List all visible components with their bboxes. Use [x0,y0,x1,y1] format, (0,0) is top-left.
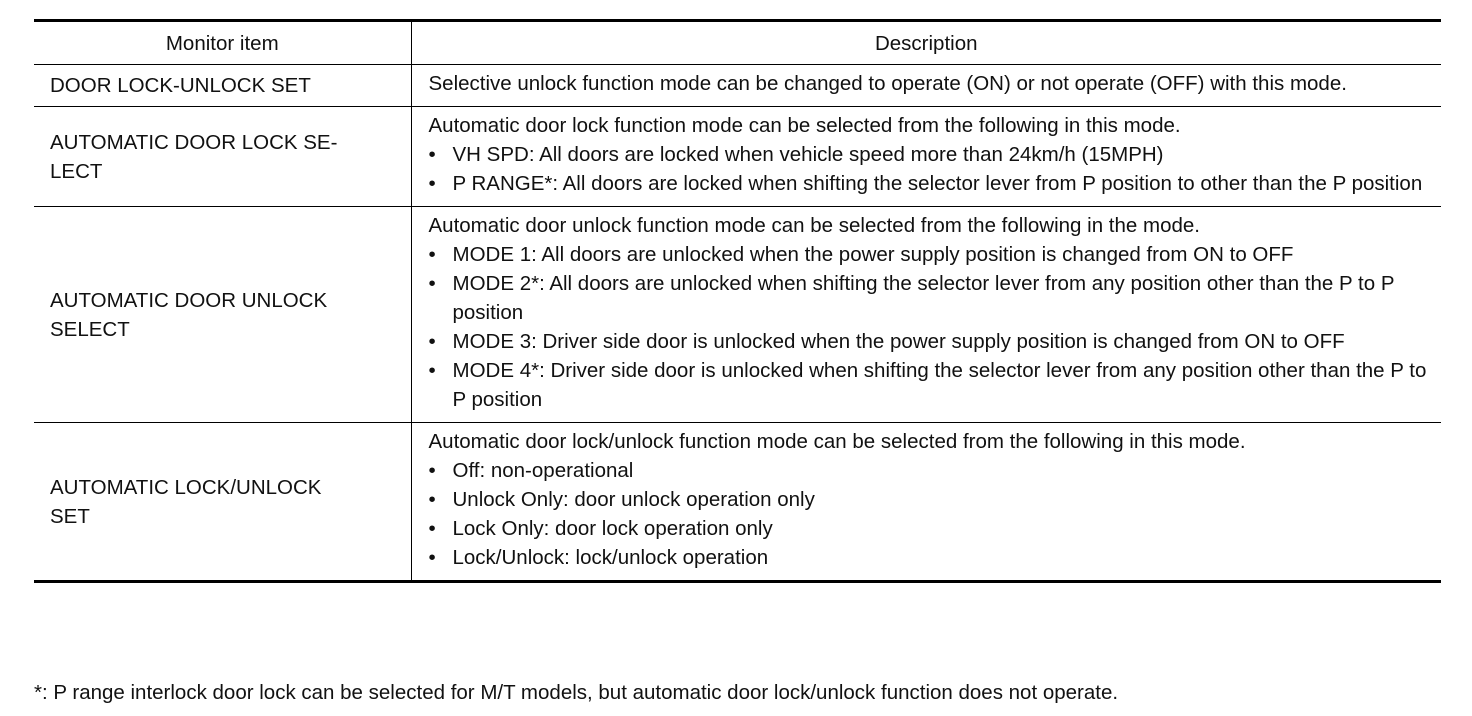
bullet-text: MODE 1: All doors are unlocked when the … [452,243,1294,266]
description-bullet-item: • MODE 1: All doors are unlocked when the… [429,240,1432,269]
bullet-text: MODE 2*: All doors are unlocked when shi… [452,272,1395,324]
description-bullet-item: • Lock/Unlock: lock/unlock operation [429,543,1432,572]
description-bullet-list: • MODE 1: All doors are unlocked when the… [429,240,1432,414]
bullet-icon: • [428,459,436,482]
description-bullet-item: • Unlock Only: door unlock operation only [429,485,1432,514]
header-monitor-item: Monitor item [34,19,411,65]
description-intro: Automatic door lock function mode can be… [428,114,1181,137]
bullet-text: VH SPD: All doors are locked when vehicl… [452,143,1164,166]
table-body: DOOR LOCK-UNLOCK SET Selective unlock fun… [34,64,1441,583]
description-bullet-item: • Off: non-operational [429,456,1432,485]
description-cell: Automatic door lock/unlock function mode… [410,422,1441,583]
monitor-item-cell: DOOR LOCK-UNLOCK SET [34,64,411,107]
bullet-icon: • [428,517,436,540]
description-intro: Selective unlock function mode can be ch… [428,72,1347,95]
monitor-item-cell: AUTOMATIC DOOR LOCK SE- LECT [34,106,411,207]
monitor-item-line: DOOR LOCK-UNLOCK SET [50,74,311,97]
bullet-text: P RANGE*: All doors are locked when shif… [452,172,1423,195]
bullet-icon: • [428,488,436,511]
bullet-icon: • [428,546,436,569]
monitor-item-line: AUTOMATIC DOOR UNLOCK [50,288,328,312]
bullet-text: Off: non-operational [452,459,634,482]
monitor-item-line: AUTOMATIC LOCK/UNLOCK [50,475,322,499]
bullet-text: MODE 3: Driver side door is unlocked whe… [452,330,1345,353]
description-bullet-item: • MODE 3: Driver side door is unlocked wh… [429,327,1432,356]
bullet-icon: • [428,243,436,266]
monitor-item-line: SELECT [50,317,130,341]
bullet-icon: • [428,359,436,382]
description-bullet-list: • VH SPD: All doors are locked when vehic… [429,140,1432,198]
description-bullet-item: • VH SPD: All doors are locked when vehic… [429,140,1432,169]
description-bullet-item: • MODE 4*: Driver side door is unlocked w… [429,356,1432,414]
bullet-text: Lock Only: door lock operation only [452,517,773,540]
bullet-text: Unlock Only: door unlock operation only [452,488,815,511]
bullet-icon: • [428,330,436,353]
monitor-item-table-container: Monitor item Description DOOR LOCK-UNLOC… [34,19,1441,583]
bullet-icon: • [428,272,436,295]
bullet-icon: • [428,172,436,195]
description-bullet-item: • P RANGE*: All doors are locked when shi… [429,169,1432,198]
description-cell: Selective unlock function mode can be ch… [410,64,1441,107]
table-row: AUTOMATIC DOOR LOCK SE- LECT Automatic doo… [34,106,1441,207]
monitor-item-table: Monitor item Description DOOR LOCK-UNLOC… [34,19,1441,583]
monitor-item-line: AUTOMATIC DOOR LOCK SE- [50,130,338,154]
table-header-row: Monitor item Description [34,19,1441,65]
description-bullet-item: • MODE 2*: All doors are unlocked when sh… [429,269,1432,327]
header-description: Description [410,19,1441,65]
table-row: AUTOMATIC LOCK/UNLOCK SET Automatic door l… [34,422,1441,583]
bullet-icon: • [428,143,436,166]
monitor-item-cell: AUTOMATIC DOOR UNLOCK SELECT [34,206,411,423]
description-intro: Automatic door lock/unlock function mode… [428,430,1246,453]
bullet-text: MODE 4*: Driver side door is unlocked wh… [452,359,1427,411]
footnote: *: P range interlock door lock can be se… [34,681,1119,704]
description-bullet-list: • Off: non-operational • Unlock Only: door … [429,456,1432,572]
monitor-item-line: LECT [50,159,103,183]
table-row: AUTOMATIC DOOR UNLOCK SELECT Automatic doo… [34,206,1441,423]
monitor-item-cell: AUTOMATIC LOCK/UNLOCK SET [34,422,411,583]
description-cell: Automatic door unlock function mode can … [410,206,1441,423]
bullet-text: Lock/Unlock: lock/unlock operation [452,546,769,569]
monitor-item-line: SET [50,504,90,528]
description-cell: Automatic door lock function mode can be… [410,106,1441,207]
description-bullet-item: • Lock Only: door lock operation only [429,514,1432,543]
description-intro: Automatic door unlock function mode can … [428,214,1200,237]
table-row: DOOR LOCK-UNLOCK SET Selective unlock fun… [34,64,1441,107]
